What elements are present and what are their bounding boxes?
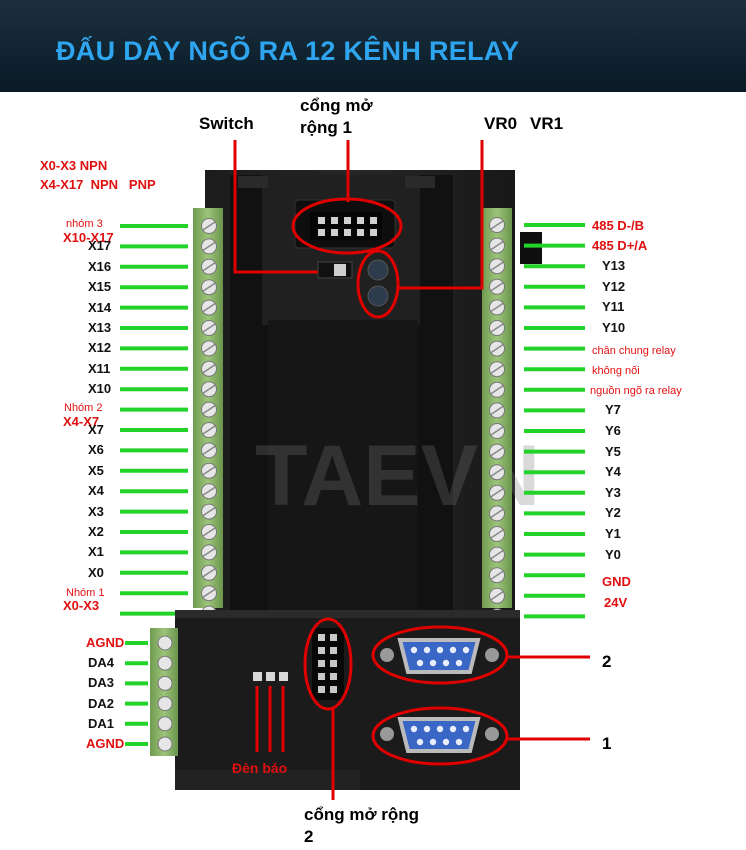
npn-range-text: X0-X3 [40,158,77,173]
output-label-y4: Y4 [605,464,621,480]
output-power-label: nguồn ngõ ra relay [590,385,682,397]
serial-port-1-label: 1 [602,734,612,753]
output-label-y1: Y1 [605,526,621,541]
output-label-y0: Y0 [605,546,621,562]
switch-label: Switch [199,114,254,133]
input-label-x15: X15 [88,279,112,295]
expansion-port-2-label-line1: cổng mở rộng [304,805,420,824]
vr0-label: VR0 [484,114,518,133]
plc-body [205,170,542,620]
group2-name: Nhóm 2 [64,402,103,414]
output-label-y13: Y13 [602,258,626,274]
indicator-lights-label: Đèn báo [232,760,288,776]
input-label-x17: X17 [88,238,112,254]
analog-label-da2-3: DA2 [88,695,115,711]
vr1-label: VR1 [530,114,564,133]
input-label-x5: X5 [88,462,104,478]
analog-terminal-block [150,628,178,756]
input-label-x10: X10 [88,381,112,397]
title-banner: ĐẤU DÂY NGÕ RA 12 KÊNH RELAY [0,0,746,92]
input-label-x2: X2 [88,524,104,539]
npn-range-x0-x3: X0-X3 NPN [40,158,107,173]
input-label-x14: X14 [88,299,112,315]
input-label-x7: X7 [88,422,104,437]
input-label-x16: X16 [88,258,112,274]
input-label-x11: X11 [88,360,111,376]
input-label-x0: X0 [88,564,104,580]
analog-screw [157,655,173,671]
rs485-a-label: 485 D+/A [592,238,648,253]
indicator-leds [253,672,288,681]
expansion-port-1-label-line1: cổng mở [300,96,373,115]
output-label-y12: Y12 [602,278,626,294]
serial-port-2-label: 2 [602,652,612,671]
serial-port-1 [380,717,499,753]
right-wires [524,223,585,619]
left-terminal-block [193,208,223,622]
analog-label-da4-1: DA4 [88,655,115,671]
analog-label-agnd-5: AGND [86,736,125,751]
analog-label-da3-2: DA3 [88,675,115,691]
expansion-port-1 [310,212,382,240]
right-terminal-block [482,208,512,625]
analog-screw [157,716,173,732]
expansion-port-2-label-line2: 2 [304,827,314,846]
output-label-y10: Y10 [602,320,626,335]
potentiometers [367,259,389,307]
analog-screw [157,696,173,712]
npn-pnp-range-text: X4-X17 [40,177,84,192]
red-annotations [233,140,590,800]
pnp-type-text: PNP [128,177,156,192]
input-label-x4: X4 [88,483,104,499]
analog-label-da1-4: DA1 [88,715,115,731]
rs485-b-label: 485 D-/B [592,218,645,233]
input-label-x3: X3 [88,503,104,519]
expansion-port-2 [312,628,344,700]
analog-wires [125,641,148,746]
input-label-x12: X12 [88,340,112,356]
group2-range: X4-X7 [63,414,100,429]
analog-label-agnd-0: AGND [86,635,125,650]
npn-type-text-2: NPN [90,177,119,192]
output-label-y2: Y2 [605,505,621,521]
group1-range: X0-X3 [63,598,100,613]
output-label-y6: Y6 [605,423,621,438]
group3-range: X10-X17 [63,230,114,245]
left-wires [120,224,188,616]
output-label-y11: Y11 [602,299,625,315]
not-connected-label: không nối [592,365,640,377]
expansion-port-1-label-line2: rộng 1 [300,118,352,137]
relay-common-label: chân chung relay [592,345,676,357]
gnd-label: GND [602,574,631,589]
output-label-y3: Y3 [605,484,621,500]
npn-pnp-range-x4-x17: X4-X17 NPN PNP [40,177,156,192]
analog-screw [157,675,173,691]
banner-title: ĐẤU DÂY NGÕ RA 12 KÊNH RELAY [56,36,520,66]
output-label-y7: Y7 [605,402,621,418]
group3-name: nhóm 3 [66,218,103,230]
analog-screw [157,736,173,752]
24v-label: 24V [604,595,628,610]
run-stop-switch [317,261,353,279]
input-label-x13: X13 [88,320,112,335]
output-label-y5: Y5 [605,443,621,459]
group1-name: Nhóm 1 [66,587,105,599]
npn-type-text: NPN [79,158,108,173]
serial-port-2 [380,638,499,674]
input-label-x1: X1 [88,544,104,560]
input-label-x6: X6 [88,442,104,458]
analog-screw [157,635,173,651]
